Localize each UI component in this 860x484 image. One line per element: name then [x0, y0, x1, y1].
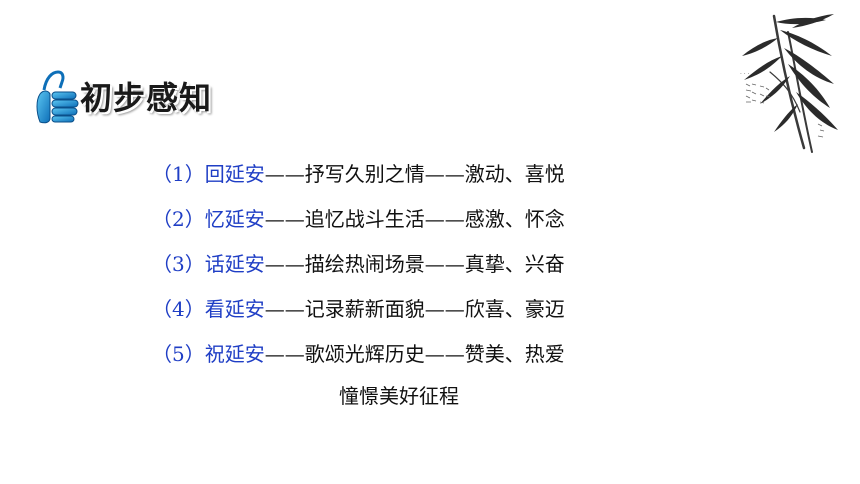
list-item: （3）话延安——描绘热闹场景——真挚、兴奋 [152, 249, 565, 279]
list-item: （4）看延安——记录薪新面貌——欣喜、豪迈 [152, 294, 565, 324]
list-item: （2）忆延安——追忆战斗生活——感激、怀念 [152, 204, 565, 234]
item-label: （5）祝延安 [152, 342, 265, 366]
svg-text:. . .: . . . [740, 69, 750, 76]
item-label: （3）话延安 [152, 252, 265, 276]
list-item: （5）祝延安——歌颂光辉历史——赞美、热爱 [152, 339, 565, 369]
item-text: ——歌颂光辉历史——赞美、热爱 [264, 342, 565, 366]
item-text: ——记录薪新面貌——欣喜、豪迈 [264, 297, 565, 321]
item-label: （4）看延安 [152, 297, 265, 321]
item-label: （1）回延安 [152, 162, 265, 186]
item-label: （2）忆延安 [152, 207, 265, 231]
thumbs-up-icon [36, 70, 79, 124]
section-header: 初步感知 [34, 68, 212, 124]
list-item: （1）回延安——抒写久别之情——激动、喜悦 [152, 159, 565, 189]
item-text: ——追忆战斗生活——感激、怀念 [264, 207, 565, 231]
item-text: ——抒写久别之情——激动、喜悦 [264, 162, 565, 186]
bamboo-painting-icon: . . . [740, 14, 838, 153]
item-text: ——描绘热闹场景——真挚、兴奋 [264, 252, 565, 276]
continuation-text: 憧憬美好征程 [339, 384, 459, 408]
page-title: 初步感知 [80, 79, 213, 117]
